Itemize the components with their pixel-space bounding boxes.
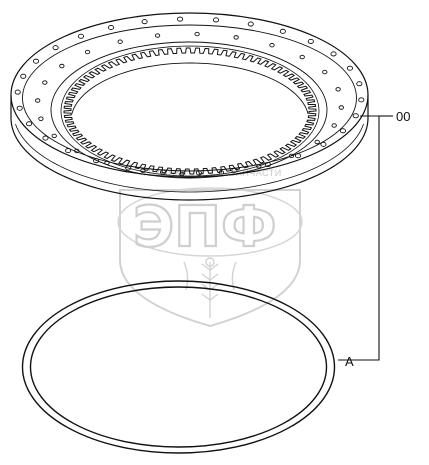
watermark: ТЕХНИКА ЗАПЧАСТИ ЭПФ (117, 168, 303, 328)
outer-bolt-hole (307, 38, 314, 44)
callout-label-a: A (345, 354, 354, 369)
outer-bolt-hole (177, 16, 184, 22)
inner-bolt-hole (331, 123, 337, 128)
internal-gear-root (60, 45, 320, 177)
inner-bolt-hole (299, 54, 305, 60)
outer-bolt-hole (20, 73, 27, 79)
bearing-lower-step-edge (15, 123, 364, 193)
outer-bolt-hole (339, 128, 346, 134)
outer-bolt-hole (279, 28, 286, 34)
inner-bolt-hole (338, 105, 344, 110)
watermark-shield (119, 189, 301, 328)
callout-leaders (338, 115, 393, 361)
internal-gear-teeth (63, 47, 317, 175)
seal-ring-outer (21, 280, 336, 454)
slewing-bearing (10, 12, 369, 201)
inner-bolt-hole (42, 80, 48, 85)
outer-bolt-hole (26, 121, 33, 127)
inner-bolt-hole (51, 133, 57, 139)
inner-bolt-hole (233, 35, 239, 40)
seal-ring (21, 280, 336, 454)
outer-bolt-hole (141, 19, 148, 25)
inner-bolt-hole (314, 139, 320, 145)
inner-bolt-hole (140, 168, 146, 173)
inner-bolt-hole (335, 87, 341, 92)
inner-bolt-hole (59, 63, 65, 69)
bolt-holes (14, 16, 365, 177)
outer-bolt-hole (42, 135, 49, 141)
callout-label-00: 00 (396, 109, 410, 124)
inner-bolt-hole (269, 42, 275, 48)
outer-bolt-hole (212, 17, 220, 23)
outer-bolt-hole (346, 65, 353, 71)
inner-bolt-hole (35, 98, 41, 103)
outer-bolt-hole (330, 51, 337, 57)
watermark-ring (117, 187, 303, 257)
internal-gear-bore (71, 62, 309, 114)
inner-bolt-hole (322, 69, 328, 75)
outer-bolt-hole (358, 97, 365, 103)
outer-bolt-hole (356, 81, 363, 87)
outer-bolt-hole (108, 24, 115, 31)
inner-bolt-hole (84, 49, 91, 55)
outer-bolt-hole (33, 58, 40, 64)
inner-bolt-hole (288, 153, 295, 159)
bearing-outer-bottom-edge (10, 117, 369, 201)
outer-bolt-hole (14, 89, 21, 95)
outer-bolt-hole (52, 45, 59, 51)
inner-bolt-hole (38, 116, 44, 121)
outer-bolt-hole (320, 141, 327, 147)
watermark-logo: ЭПФ (133, 195, 277, 260)
callout-leader-line (338, 115, 380, 361)
inner-bolt-hole (74, 148, 80, 154)
outer-bolt-hole (352, 113, 359, 119)
outer-bolt-hole (93, 158, 100, 164)
watermark-text-right: ЗАПЧАСТИ (230, 168, 282, 178)
inner-bolt-hole (117, 39, 123, 44)
inner-bolt-hole (154, 33, 161, 38)
outer-bolt-hole (77, 33, 84, 39)
outer-bolt-hole (16, 105, 23, 111)
outer-bolt-hole (247, 21, 254, 27)
bearing-inner-race-edge (50, 41, 328, 179)
outer-bolt-hole (65, 148, 72, 154)
seal-ring-inner (29, 286, 328, 448)
outer-bolt-hole (295, 153, 302, 159)
inner-bolt-hole (194, 31, 200, 37)
bearing-outer-edge (10, 12, 369, 178)
